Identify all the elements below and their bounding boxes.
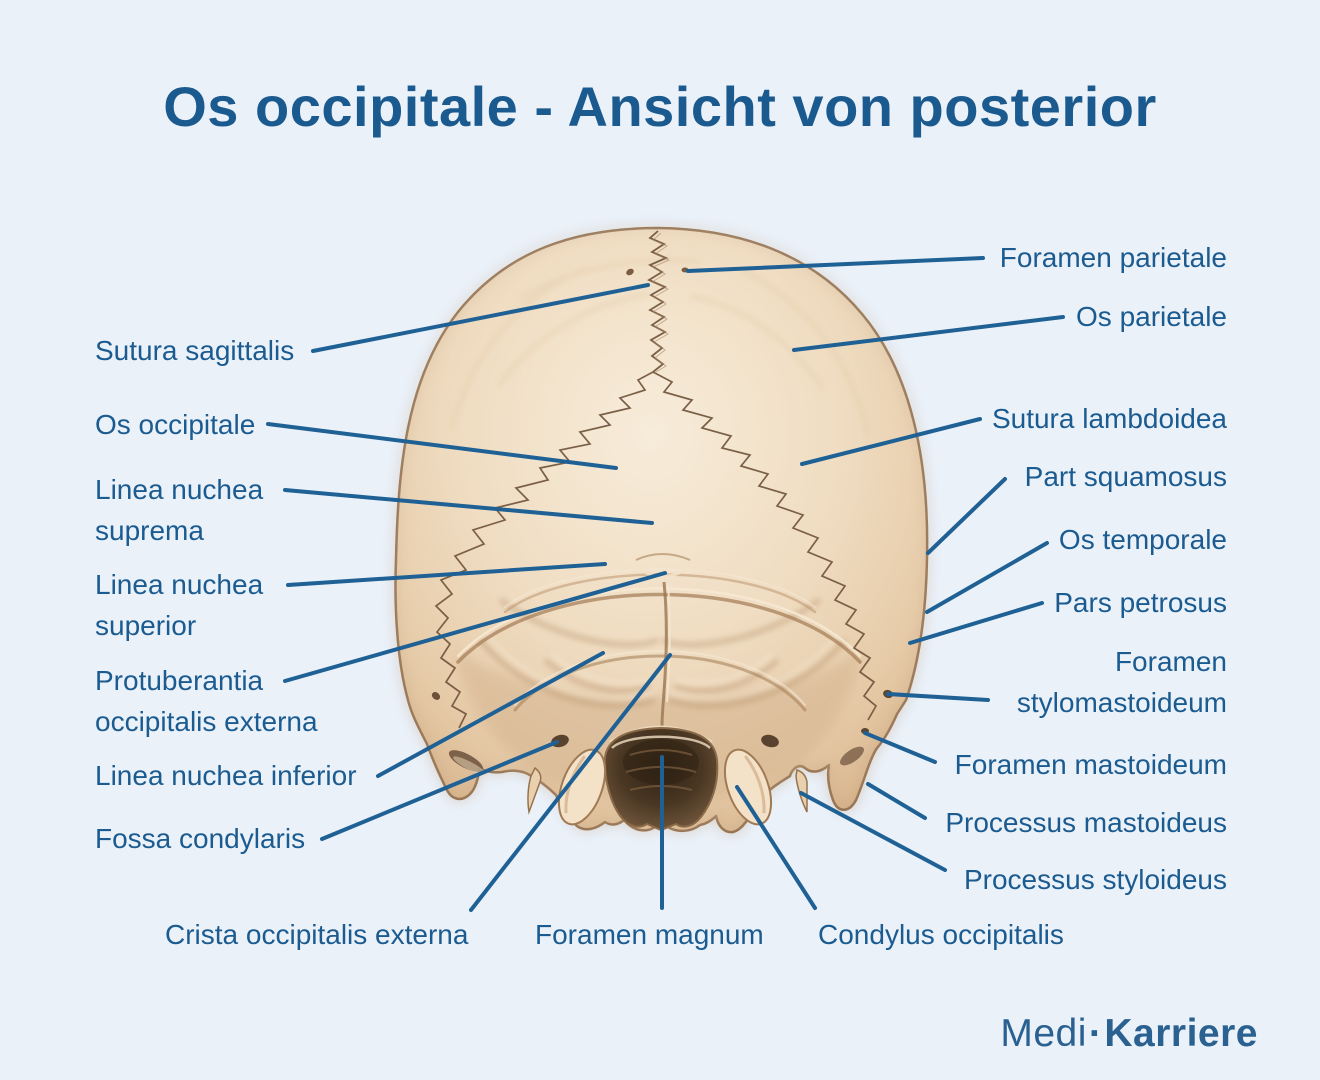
- label-foramen-stylomastoideum: Foramen stylomastoideum: [1016, 646, 1227, 718]
- leader-foramen-parietale: [686, 256, 985, 273]
- leader-linea-inferior: [376, 651, 605, 778]
- foramen-magnum-opening: [603, 726, 719, 832]
- leader-foramen-stylomastoideum: [886, 692, 990, 702]
- label-linea-nuchea-superior: Linea nuchea superior: [95, 569, 264, 641]
- label-part-squamosus: Part squamosus: [1024, 461, 1227, 492]
- label-os-parietale: Os parietale: [1076, 301, 1227, 332]
- occipital-condyles: [557, 748, 773, 826]
- leader-sutura-sagittalis: [311, 283, 650, 353]
- label-foramen-mastoideum: Foramen mastoideum: [954, 749, 1227, 780]
- leader-os-occipitale: [266, 422, 618, 470]
- label-os-occipitale: Os occipitale: [95, 409, 256, 440]
- logo-separator-dot: ·: [1088, 1012, 1103, 1055]
- page-title: Os occipitale - Ansicht von posterior: [163, 75, 1157, 138]
- leader-pars-petrosus: [908, 601, 1044, 645]
- label-fossa-condylaris: Fossa condylaris: [95, 823, 306, 854]
- leader-part-squamosus: [926, 477, 1007, 555]
- label-processus-mastoideus: Processus mastoideus: [945, 807, 1227, 838]
- leader-crista: [469, 653, 672, 912]
- leader-linea-superior: [286, 562, 607, 587]
- logo-text-bold: Karriere: [1104, 1012, 1258, 1055]
- leader-processus-styloideus: [799, 791, 947, 872]
- condylar-fossae: [551, 734, 779, 748]
- parietal-foramen-left: [626, 268, 634, 276]
- label-sutura-sagittalis: Sutura sagittalis: [95, 335, 295, 366]
- label-pars-petrosus: Pars petrosus: [1054, 587, 1227, 618]
- label-sutura-lambdoidea: Sutura lambdoidea: [991, 403, 1227, 434]
- mastoid-foramen-left: [431, 692, 441, 700]
- leader-foramen-mastoideum: [863, 731, 937, 764]
- lambdoid-suture-right: [652, 371, 878, 721]
- leader-linea-suprema: [283, 488, 654, 525]
- leader-os-temporale: [925, 541, 1049, 614]
- leader-os-parietale: [792, 315, 1065, 352]
- leader-protuberantia: [283, 571, 667, 683]
- logo-text-regular: Medi: [1000, 1012, 1087, 1055]
- leader-processus-mastoideus: [866, 782, 927, 820]
- leader-fossa-condylaris: [320, 740, 559, 841]
- leader-lines: [266, 256, 1065, 912]
- label-linea-nuchea-inferior: Linea nuchea inferior: [95, 760, 357, 791]
- parietal-foramen-right: [681, 267, 689, 273]
- mastoid-foramen-right: [861, 728, 869, 734]
- label-os-temporale: Os temporale: [1058, 524, 1227, 555]
- label-linea-nuchea-suprema: Linea nuchea suprema: [95, 474, 264, 546]
- label-protuberantia-occipitalis-externa: Protuberantia occipitalis externa: [95, 665, 318, 737]
- sagittal-suture: [647, 230, 669, 373]
- leader-sutura-lambdoidea: [800, 417, 982, 466]
- label-foramen-magnum: Foramen magnum: [535, 919, 764, 950]
- styloid-processes: [527, 766, 808, 815]
- stylomastoid-foramen: [883, 689, 893, 699]
- leader-condylus: [735, 785, 817, 910]
- label-foramen-parietale: Foramen parietale: [999, 242, 1227, 273]
- brand-logo: Medi·Karriere: [1000, 1012, 1258, 1056]
- label-condylus-occipitalis: Condylus occipitalis: [818, 919, 1064, 950]
- label-crista-occipitalis-externa: Crista occipitalis externa: [165, 919, 469, 950]
- skull-bone: [396, 228, 928, 832]
- lambdoid-suture-left: [434, 371, 654, 729]
- label-processus-styloideus: Processus styloideus: [963, 864, 1227, 895]
